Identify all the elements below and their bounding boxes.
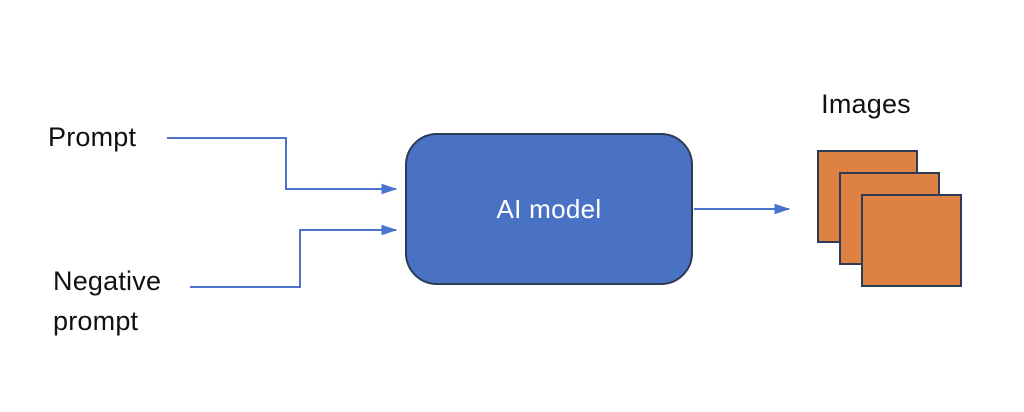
- negative-prompt-label: Negative prompt: [53, 266, 162, 336]
- image-thumbnail-front: [861, 194, 962, 287]
- prompt-connector-arrow: [167, 137, 398, 195]
- ai-model-box: AI model: [405, 133, 693, 285]
- images-label: Images: [821, 89, 911, 119]
- prompt-label: Prompt: [48, 122, 137, 152]
- negative-prompt-connector-arrow: [190, 224, 398, 288]
- ai-model-label: AI model: [496, 193, 602, 224]
